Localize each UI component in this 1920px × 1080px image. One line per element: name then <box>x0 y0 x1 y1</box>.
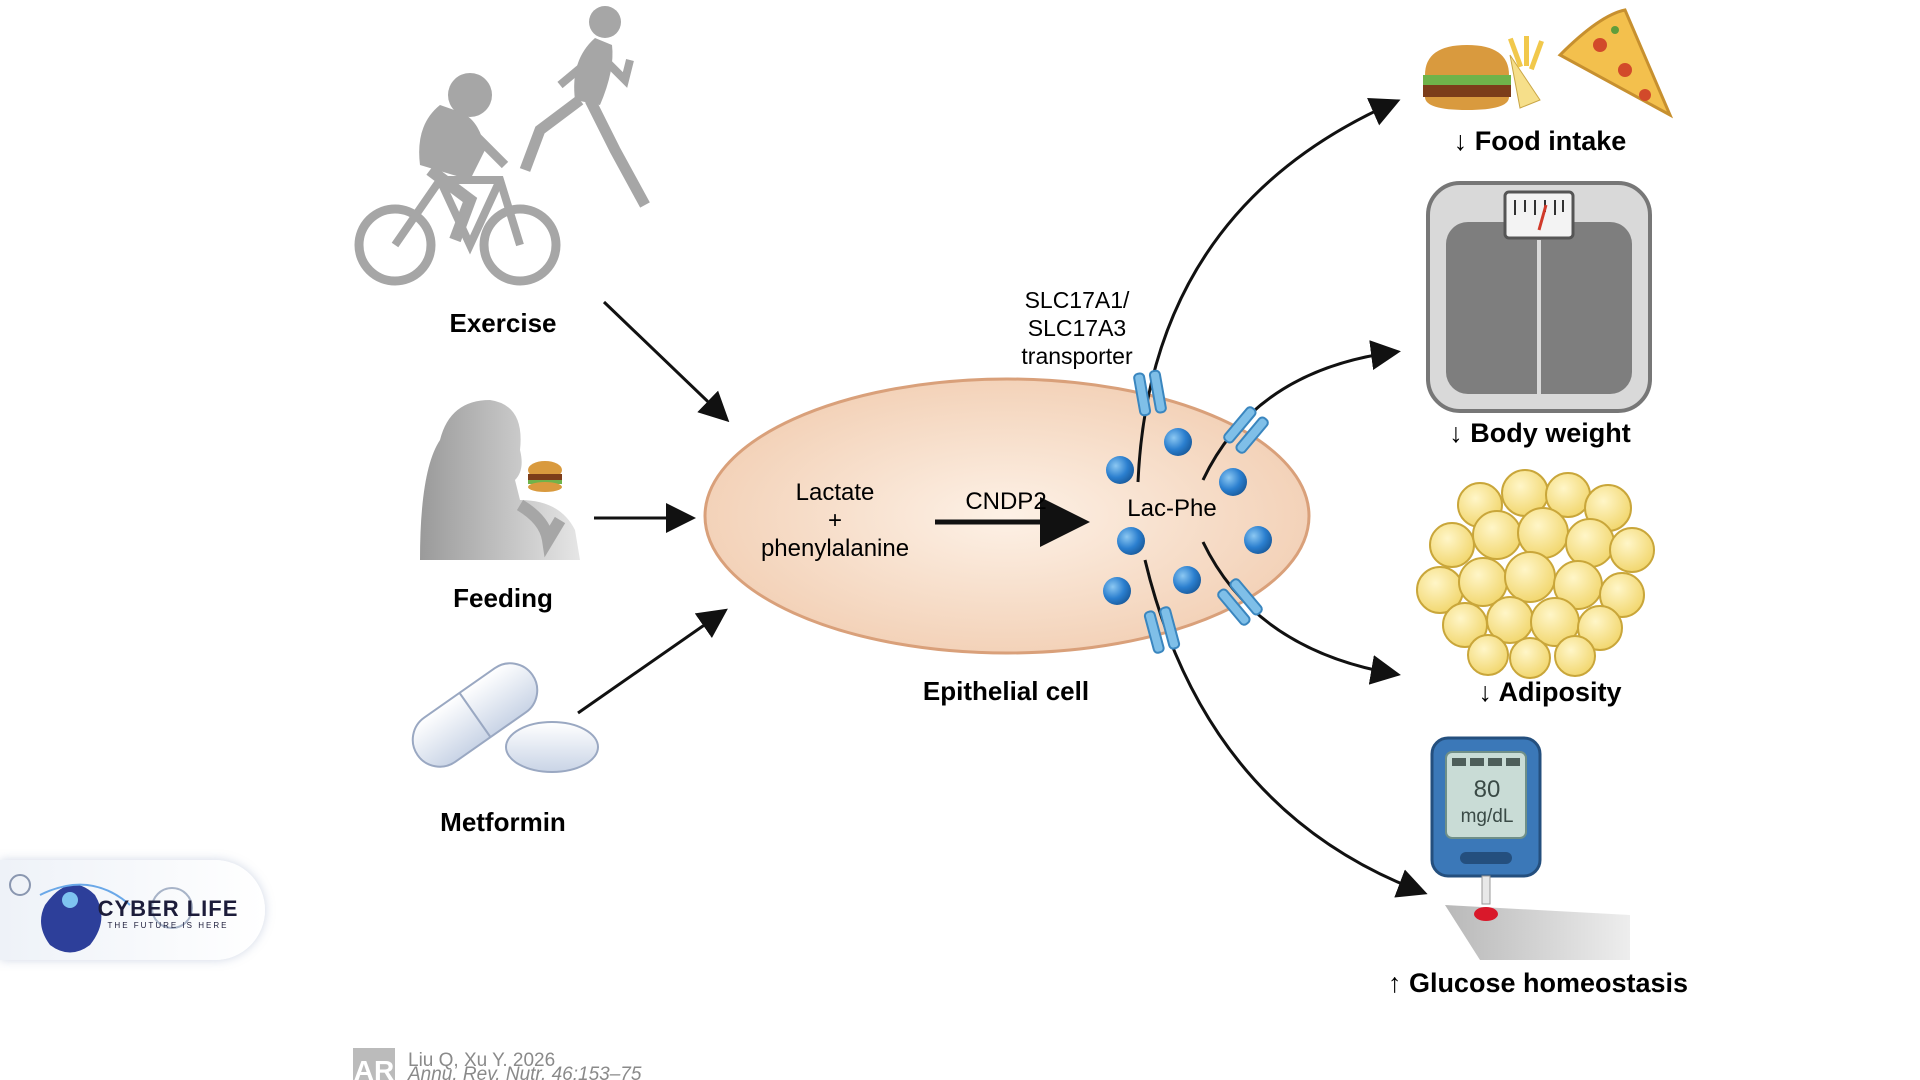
lac-phe-molecule <box>1117 527 1145 555</box>
enzyme-label: CNDP2 <box>965 488 1046 515</box>
substrate-lactate: Lactate <box>796 479 875 506</box>
glucometer-unit: mg/dL <box>1461 806 1514 827</box>
glucose-homeostasis-label: ↑ Glucose homeostasis <box>1388 968 1688 998</box>
metformin-label: Metformin <box>440 807 566 837</box>
lac-phe-molecule <box>1173 566 1201 594</box>
body-weight-arrow <box>1201 340 1401 481</box>
glucometer-icon <box>1430 736 1630 960</box>
lac-phe-molecule <box>1164 428 1192 456</box>
transporter-channel <box>1217 578 1263 626</box>
adipocytes-icon <box>1416 469 1655 679</box>
transporter-label-line2: SLC17A3 <box>1028 315 1126 341</box>
substrate-plus: + <box>828 507 842 534</box>
burger-icon <box>528 461 562 492</box>
annual-reviews-logo <box>353 1048 395 1080</box>
slc17a-transporters <box>1133 369 1269 654</box>
lac-phe-molecule <box>1106 456 1134 484</box>
watermark-tagline: THE FUTURE IS HERE <box>108 921 229 930</box>
exercise-label: Exercise <box>450 308 557 338</box>
citation-authors: Liu Q, Xu Y. 2026 <box>408 1050 555 1071</box>
pizza-slice-icon <box>1557 8 1674 119</box>
burger-icon <box>1423 45 1511 110</box>
cyber-life-logo <box>9 874 193 953</box>
lac-phe-molecules <box>1103 428 1272 605</box>
lac-phe-molecule <box>1219 468 1247 496</box>
watermark-brand: CYBER LIFE <box>98 896 239 921</box>
epithelial-cell <box>703 377 1311 655</box>
scale-icon <box>1426 181 1652 413</box>
transporter-channel <box>1143 606 1181 654</box>
food-icon <box>1423 8 1674 119</box>
feeding-icon <box>420 400 580 560</box>
metformin-arrow <box>577 608 728 715</box>
metformin-pill-icon <box>411 662 599 773</box>
adiposity-label: ↓ Adiposity <box>1478 677 1621 707</box>
lac-phe-molecule <box>1103 577 1131 605</box>
food-intake-label: ↓ Food intake <box>1454 126 1627 156</box>
transporter-label-line3: transporter <box>1021 343 1133 369</box>
feeding-label: Feeding <box>453 583 553 613</box>
fries-icon <box>1508 36 1544 109</box>
lac-phe-molecule <box>1244 526 1272 554</box>
transporter-channel <box>1133 369 1167 417</box>
transporter-channel <box>1223 406 1269 454</box>
annual-reviews-logo-text: AR <box>354 1055 394 1080</box>
product-label: Lac-Phe <box>1127 495 1216 522</box>
exercise-icon <box>354 6 650 286</box>
cell-name-label: Epithelial cell <box>923 676 1089 706</box>
exercise-arrow <box>602 300 730 423</box>
body-weight-label: ↓ Body weight <box>1449 418 1631 448</box>
transporter-label-line1: SLC17A1/ <box>1025 287 1130 313</box>
citation-journal: Annu. Rev. Nutr. 46:153–75 <box>407 1064 642 1080</box>
substrate-phenylalanine: phenylalanine <box>761 535 909 562</box>
glucometer-value: 80 <box>1474 776 1501 803</box>
adiposity-arrow <box>1201 541 1401 685</box>
